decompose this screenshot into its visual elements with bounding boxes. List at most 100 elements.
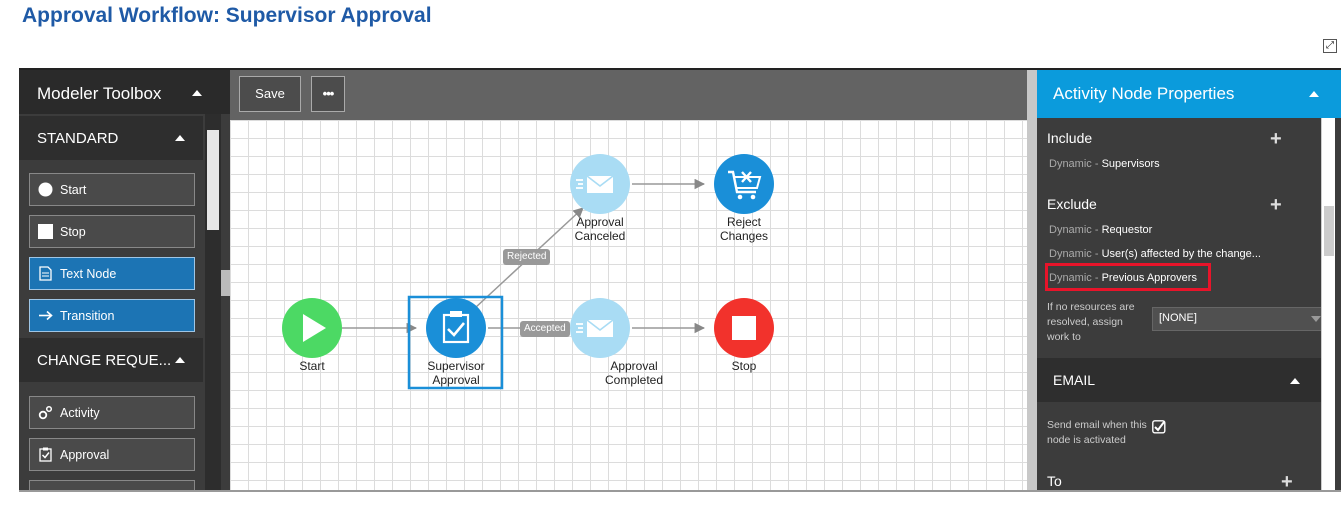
- toolbox-collapse-handle[interactable]: [221, 270, 230, 296]
- more-options-button[interactable]: •••: [311, 76, 345, 112]
- selection-box: [407, 295, 504, 390]
- properties-title: Activity Node Properties: [1053, 84, 1235, 103]
- diagram-canvas[interactable]: Start Supervisor Approval Approval Cance…: [230, 120, 1027, 490]
- node-start[interactable]: [282, 298, 342, 358]
- label-line: Canceled: [574, 229, 626, 243]
- add-to-icon[interactable]: +: [1281, 471, 1293, 492]
- scroll-thumb[interactable]: [1324, 206, 1334, 256]
- collapse-caret-icon[interactable]: [1290, 378, 1300, 384]
- label-line: Completed: [604, 373, 664, 387]
- tool-label: Text Node: [60, 267, 117, 281]
- item-value: Requestor: [1101, 224, 1153, 236]
- node-label-start: Start: [299, 359, 325, 373]
- collapse-caret-icon[interactable]: [175, 357, 185, 363]
- tool-activity[interactable]: Activity: [29, 396, 195, 429]
- exclude-item[interactable]: Dynamic - Previous Approvers: [1049, 272, 1197, 284]
- node-label-stop: Stop: [731, 359, 757, 373]
- section-label: CHANGE REQUE...: [37, 352, 172, 369]
- toolbox-title: Modeler Toolbox: [37, 84, 162, 103]
- arrow-right-icon: [39, 310, 53, 321]
- properties-collapse-handle[interactable]: [1027, 70, 1037, 490]
- include-item[interactable]: Dynamic - Supervisors: [1049, 158, 1160, 170]
- label-line: Supervisor: [427, 359, 485, 373]
- section-email[interactable]: EMAIL: [1037, 358, 1321, 402]
- node-label-supervisor-approval: Supervisor Approval: [401, 359, 511, 387]
- expand-icon[interactable]: ⤢: [1323, 39, 1337, 53]
- tool-label: Stop: [60, 225, 86, 239]
- toolbox-scrollbar[interactable]: [205, 114, 221, 490]
- save-button[interactable]: Save: [239, 76, 301, 112]
- tool-next[interactable]: [29, 480, 195, 490]
- tool-start[interactable]: Start: [29, 173, 195, 206]
- section-label: EMAIL: [1053, 372, 1096, 388]
- workflow-modeler: Modeler Toolbox STANDARD Start Stop Text…: [19, 68, 1341, 492]
- node-approval-canceled[interactable]: [570, 154, 630, 214]
- square-icon: [38, 224, 53, 239]
- item-value: Supervisors: [1101, 158, 1160, 170]
- canvas-toolbar: Save •••: [230, 70, 1027, 120]
- modeler-toolbox: Modeler Toolbox STANDARD Start Stop Text…: [19, 70, 230, 490]
- node-label-reject-changes: Reject Changes: [689, 215, 799, 243]
- email-icon: [576, 175, 614, 193]
- tool-label: Transition: [60, 309, 115, 323]
- item-prefix: Dynamic -: [1049, 248, 1099, 260]
- section-standard[interactable]: STANDARD: [19, 116, 203, 160]
- tool-text-node[interactable]: Text Node: [29, 257, 195, 290]
- add-include-icon[interactable]: +: [1270, 128, 1282, 150]
- email-icon: [576, 319, 614, 337]
- exclude-item[interactable]: Dynamic - User(s) affected by the change…: [1049, 248, 1261, 260]
- section-change-request[interactable]: CHANGE REQUE...: [19, 338, 203, 382]
- add-exclude-icon[interactable]: +: [1270, 194, 1282, 216]
- select-value: [NONE]: [1159, 312, 1197, 324]
- node-label-approval-canceled: Approval Canceled: [545, 215, 655, 243]
- circle-icon: [38, 182, 53, 197]
- tool-approval[interactable]: Approval: [29, 438, 195, 471]
- tool-stop[interactable]: Stop: [29, 215, 195, 248]
- exclude-label: Exclude: [1047, 196, 1097, 212]
- cart-remove-icon: [728, 170, 762, 200]
- clipboard-check-icon: [442, 311, 470, 344]
- node-approval-completed[interactable]: [570, 298, 630, 358]
- clipboard-check-icon: [39, 447, 52, 462]
- label-line: Reject: [726, 215, 761, 229]
- stop-icon: [732, 316, 756, 340]
- label-line: Changes: [719, 229, 769, 243]
- page-title: Approval Workflow: Supervisor Approval: [22, 4, 432, 27]
- send-email-checkbox[interactable]: [1152, 420, 1166, 434]
- item-prefix: Dynamic -: [1049, 158, 1099, 170]
- collapse-caret-icon[interactable]: [1309, 91, 1319, 97]
- activity-node-properties: Activity Node Properties Include + Dynam…: [1037, 70, 1341, 492]
- tool-transition[interactable]: Transition: [29, 299, 195, 332]
- item-prefix: Dynamic -: [1049, 224, 1099, 236]
- exclude-item[interactable]: Dynamic - Requestor: [1049, 224, 1152, 236]
- node-supervisor-approval[interactable]: [426, 298, 486, 358]
- node-stop[interactable]: [714, 298, 774, 358]
- send-email-label: Send email when this node is activated: [1047, 419, 1147, 446]
- toolbox-header[interactable]: Modeler Toolbox: [19, 70, 230, 114]
- label-line: Approval: [576, 215, 624, 229]
- tool-label: Start: [60, 183, 87, 197]
- collapse-caret-icon[interactable]: [175, 135, 185, 141]
- transition-label-accepted[interactable]: Accepted: [520, 321, 570, 337]
- item-value: Previous Approvers: [1101, 272, 1197, 284]
- node-label-approval-completed: Approval Completed: [579, 359, 689, 387]
- properties-header[interactable]: Activity Node Properties: [1037, 70, 1341, 118]
- transition-label-rejected[interactable]: Rejected: [503, 249, 551, 265]
- highlight-annotation: [1045, 263, 1211, 291]
- gears-icon: [38, 405, 53, 420]
- properties-scrollbar[interactable]: [1321, 118, 1335, 490]
- resolve-assign-label: If no resources are resolved, assign wor…: [1047, 301, 1135, 343]
- node-reject-changes[interactable]: [714, 154, 774, 214]
- tool-label: Activity: [60, 406, 100, 420]
- item-value: User(s) affected by the change...: [1101, 248, 1261, 260]
- section-label: STANDARD: [37, 130, 119, 147]
- resolve-assign-select[interactable]: [NONE]: [1152, 307, 1328, 331]
- chevron-down-icon: [1311, 316, 1321, 322]
- item-prefix: Dynamic -: [1049, 272, 1099, 284]
- collapse-caret-icon[interactable]: [192, 90, 202, 96]
- scroll-thumb[interactable]: [207, 130, 219, 230]
- include-label: Include: [1047, 130, 1093, 146]
- play-icon: [303, 314, 326, 342]
- document-icon: [39, 266, 52, 281]
- label-line: Approval: [610, 359, 658, 373]
